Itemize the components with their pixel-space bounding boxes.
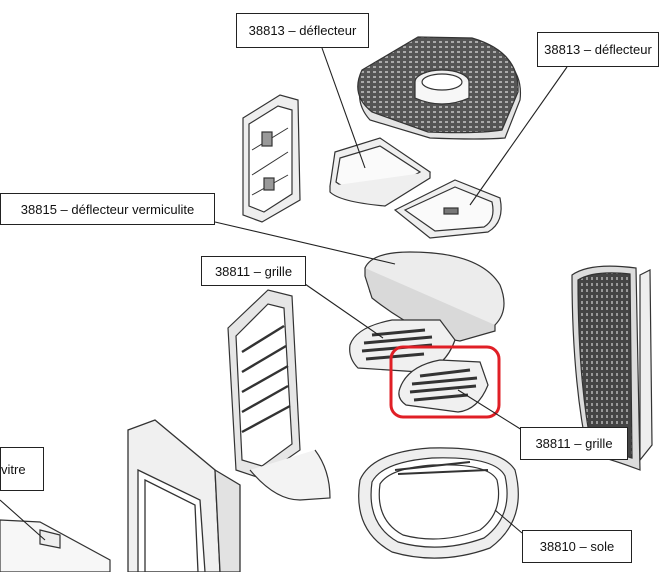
- deflector-plate-left: [329, 137, 432, 207]
- leader-grille-right: [457, 389, 523, 431]
- callout-grille-left: 38811 – grille: [201, 256, 306, 286]
- callout-vitre: vitre: [0, 447, 44, 491]
- grille-right-part: [398, 359, 489, 413]
- leader-grille-left: [304, 283, 384, 339]
- front-door-frame: [127, 419, 241, 572]
- deflector-top-plate: [357, 36, 522, 140]
- side-frame-central: [227, 289, 331, 501]
- glass-pane: [0, 519, 111, 572]
- side-bracket-upper: [242, 94, 301, 223]
- sole-ring: [358, 447, 519, 559]
- callout-grille-right: 38811 – grille: [520, 427, 628, 460]
- vermiculite-deflector: [364, 251, 505, 342]
- leader-sole: [494, 509, 523, 534]
- leader-deflector-right: [469, 66, 568, 206]
- leader-vitre: [0, 499, 46, 541]
- callout-deflector-top: 38813 – déflecteur: [236, 13, 369, 48]
- leader-deflector-top: [321, 47, 366, 169]
- deflector-plate-right: [393, 179, 502, 239]
- callout-vermiculite: 38815 – déflecteur vermiculite: [0, 193, 215, 225]
- rear-curved-panel: [571, 265, 653, 471]
- leader-vermiculite: [214, 221, 396, 265]
- leader-lines: [0, 47, 568, 541]
- callout-sole: 38810 – sole: [522, 530, 632, 563]
- callout-deflector-right: 38813 – déflecteur: [537, 32, 659, 67]
- highlight-box: [389, 345, 501, 419]
